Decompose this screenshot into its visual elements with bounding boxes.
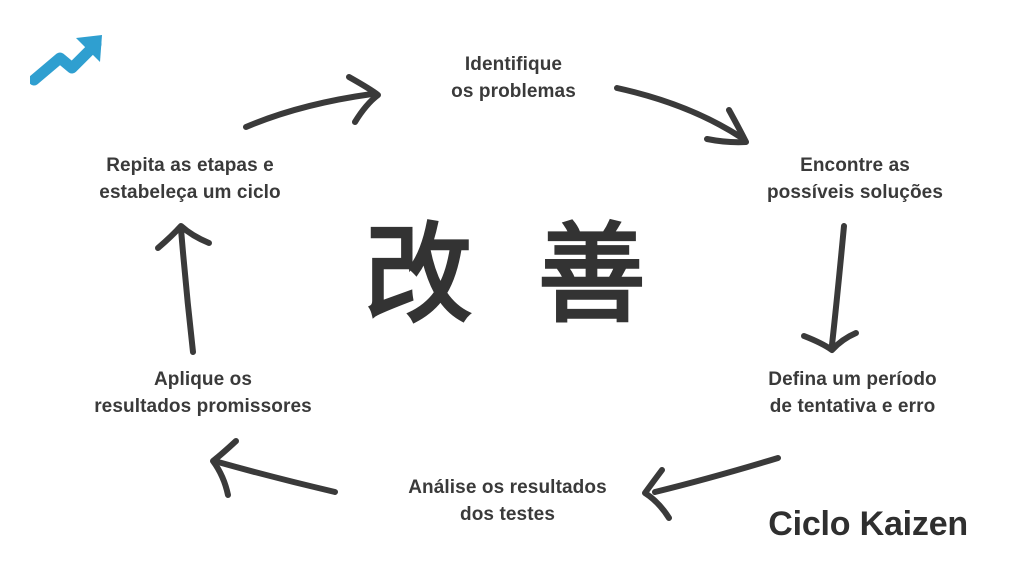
step-label-repeat-cycle: Repita as etapas e estabeleça um ciclo	[99, 155, 281, 203]
step-label-find-solutions: Encontre as possíveis soluções	[766, 155, 944, 203]
trending-up-arrow-icon	[30, 35, 102, 86]
step-label-apply-results: Aplique os resultados promissores	[94, 369, 312, 417]
diagram-title: Ciclo Kaizen	[768, 505, 968, 543]
arrow-period-to-analyze	[642, 455, 781, 521]
step-label-identify: Identifique os problemas	[451, 54, 576, 102]
arrow-repeat-to-identify	[243, 74, 381, 130]
arrow-analyze-to-apply	[210, 438, 338, 498]
step-label-analyze-results: Análise os resultados dos testes	[408, 477, 607, 525]
step-label-define-period: Defina um período de tentativa e erro	[768, 369, 937, 417]
arrow-identify-to-solutions	[614, 85, 749, 146]
kaizen-kanji: 改 善	[364, 213, 660, 338]
